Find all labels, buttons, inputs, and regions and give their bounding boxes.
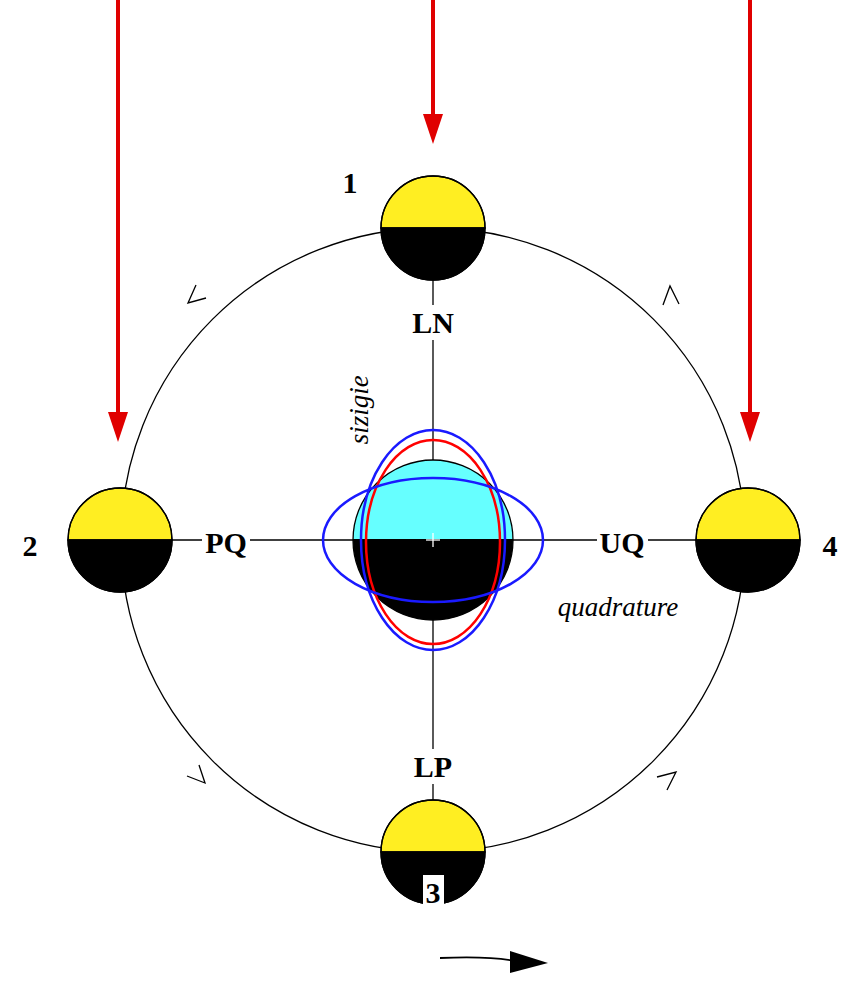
- sun-rays: [108, 0, 760, 442]
- callout-number: 4: [820, 528, 841, 563]
- phase-label: LP: [411, 749, 455, 784]
- phase-label: PQ: [202, 525, 250, 560]
- tidal-bulges: [323, 430, 543, 650]
- moon-orbit: [121, 228, 745, 852]
- alignment-label: quadrature: [555, 592, 682, 624]
- phase-label: LN: [409, 305, 457, 340]
- moons: [68, 176, 800, 904]
- callout-number: 2: [20, 528, 41, 563]
- callout-number: 3: [423, 875, 444, 910]
- rotation-arrow: [440, 951, 548, 973]
- alignment-label: sizigie: [344, 372, 376, 447]
- phase-label: UQ: [597, 525, 648, 560]
- axis-lines: [172, 280, 696, 800]
- callout-number: 1: [340, 165, 361, 200]
